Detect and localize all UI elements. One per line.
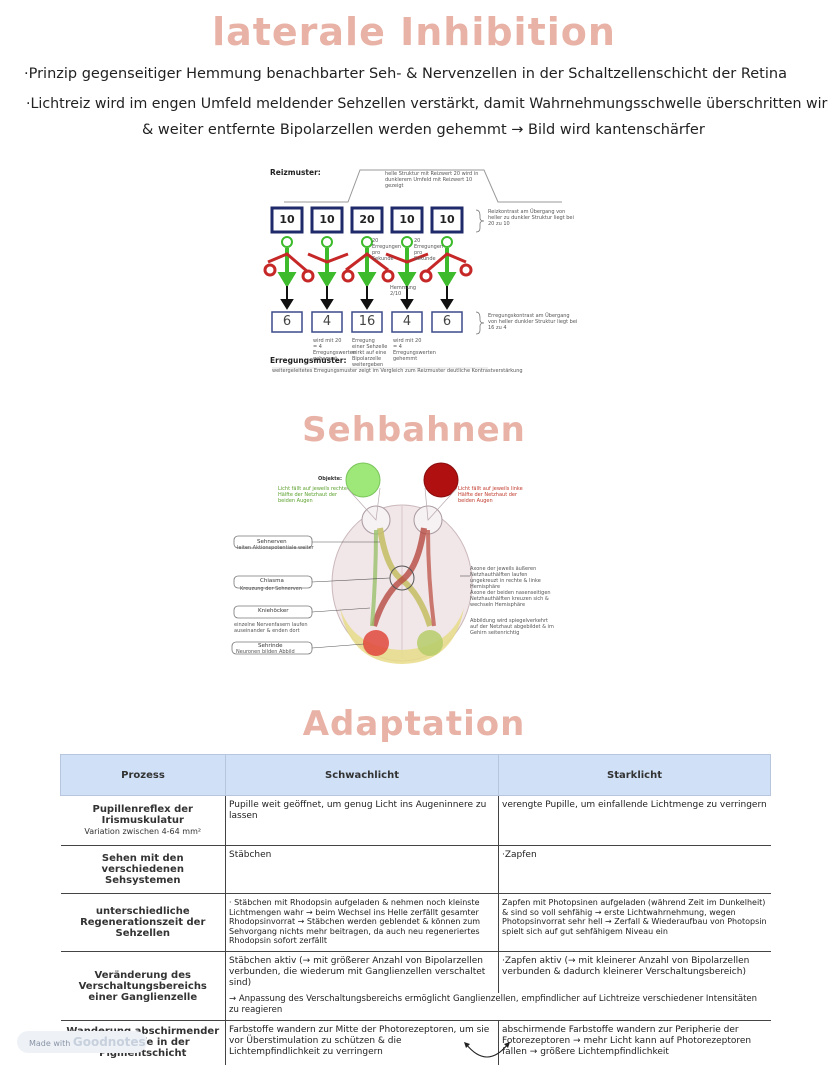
weak-cell: Farbstoffe wandern zur Mitte der Photore… [225, 1020, 499, 1065]
made-with-text: Made with [29, 1039, 71, 1048]
label-sehrinde: Sehrinde [258, 643, 283, 649]
intro-line-2: ·Lichtreiz wird im engen Umfeld meldende… [26, 96, 828, 112]
inhibition-lines [263, 252, 473, 283]
process-cell: Veränderung des Verschaltungsbereichs ei… [60, 951, 226, 1021]
header-prozess: Prozess [60, 754, 226, 796]
stimulus-boxes [270, 206, 464, 234]
strong-cell: verengte Pupille, um einfallende Lichtme… [498, 795, 771, 846]
receptor-cells [281, 236, 453, 248]
table-row: Wanderung abschirmender Farbstoffe in de… [60, 1020, 771, 1065]
right-note-2: Axone der beiden nasenseitigen Netzhauth… [470, 590, 551, 608]
stimulus-value-4: 10 [399, 213, 415, 226]
process-cell: Sehen mit den verschiedenen Sehsystemen [60, 845, 226, 894]
output-value-2: 4 [322, 314, 332, 329]
process-name: Pupillenreflex der Irismuskulatur [92, 804, 193, 826]
right-note-1: Axone der jeweils äußeren Netzhauthälfte… [470, 566, 541, 590]
title-laterale-inhibition: laterale Inhibition [212, 10, 616, 54]
output-value-1: 6 [282, 314, 292, 329]
reizmuster-label: Reizmuster: [270, 168, 321, 177]
small-note-a: 20 Erregungen pro Sekunde [372, 238, 402, 262]
intro-line-1: ·Prinzip gegenseitiger Hemmung benachbar… [24, 66, 787, 82]
under-note-b: Erregung einer Sehzelle wirkt auf eine B… [352, 338, 388, 368]
process-name: Veränderung des Verschaltungsbereichs ei… [78, 969, 207, 1003]
process-name: Sehen mit den verschiedenen Sehsystemen [101, 853, 184, 886]
curved-arrow [464, 1042, 510, 1058]
goodnotes-badge[interactable]: Made with Goodnotes [17, 1031, 147, 1053]
sub-sehrinde: Neuronen bilden Abbild [236, 649, 295, 655]
objekte-label: Objekte: [318, 476, 343, 482]
sub-chiasma: Kreuzung der Sehnerven [240, 586, 303, 592]
red-note: Licht fällt auf jeweils linke Hälfte der… [458, 486, 523, 504]
weak-cell: · Stäbchen mit Rhodopsin aufgeladen & ne… [225, 893, 499, 952]
stimulus-value-2: 10 [319, 213, 335, 226]
right-note-3: Abbildung wird spiegelverkehrt auf der N… [470, 618, 554, 636]
sub-kniehoecker: einzelne Nervenfasern laufen auseinander… [234, 622, 308, 634]
strong-cell: Zapfen mit Photopsinen aufgeladen (währe… [498, 893, 771, 952]
table-row: Pupillenreflex der Irismuskulatur Variat… [60, 795, 771, 846]
span-cell: → Anpassung des Verschaltungsbereichs er… [225, 993, 771, 1021]
title-sehbahnen: Sehbahnen [302, 410, 526, 450]
header-starklicht: Starklicht [498, 754, 771, 796]
small-note-b: 20 Erregungen pro Sekunde [414, 238, 444, 262]
adaptation-table: Prozess Schwachlicht Starklicht Pupillen… [60, 754, 771, 1065]
table-row: Veränderung des Verschaltungsbereichs ei… [60, 951, 771, 1021]
output-value-3: 16 [358, 314, 376, 329]
bottom-note: weitergeleitetes Erregungsmuster zeigt i… [272, 368, 523, 374]
right-note-bottom: Erregungskontrast am Übergang von heller… [488, 313, 578, 331]
stimulus-value-3: 20 [359, 213, 375, 226]
erregungsmuster-label: Erregungsmuster: [270, 356, 347, 365]
sub-sehnerven: leiten Aktionspotentiale weiter [237, 545, 314, 551]
under-note-c: wird mit 20 = 4 Erregungswerten gehemmt [393, 338, 436, 362]
table-row: unterschiedliche Regenerationszeit der S… [60, 893, 771, 952]
process-cell: Pupillenreflex der Irismuskulatur Variat… [60, 795, 226, 846]
process-cell: unterschiedliche Regenerationszeit der S… [60, 893, 226, 952]
label-kniehoecker: Kniehöcker [258, 608, 289, 614]
title-adaptation: Adaptation [302, 704, 526, 744]
header-schwachlicht: Schwachlicht [225, 754, 499, 796]
small-note-c: Hemmung 2/10 [390, 285, 417, 297]
brand-name: Goodnotes [72, 1035, 146, 1049]
table-row: Sehen mit den verschiedenen Sehsystemen … [60, 845, 771, 894]
weak-cell: Stäbchen [225, 845, 499, 894]
process-sub: Variation zwischen 4-64 mm² [84, 827, 202, 836]
strong-cell: abschirmende Farbstoffe wandern zur Peri… [502, 1025, 752, 1057]
lateral-inhibition-diagram [263, 169, 562, 369]
output-value-5: 6 [442, 314, 452, 329]
label-sehnerven: Sehnerven [257, 539, 287, 545]
visual-pathway-diagram [231, 462, 473, 664]
stimulus-value-5: 10 [439, 213, 455, 226]
output-value-4: 4 [402, 314, 412, 329]
green-note: Licht fällt auf jeweils rechte Hälfte de… [278, 486, 347, 504]
weak-cell: Stäbchen aktiv (→ mit größerer Anzahl vo… [225, 951, 499, 993]
under-note-a: wird mit 20 = 4 Erregungswerten gehemmt [313, 338, 356, 362]
intro-line-3: & weiter entfernte Bipolarzellen werden … [142, 122, 705, 138]
table-row: → Anpassung des Verschaltungsbereichs er… [61, 993, 771, 1021]
strong-cell: ·Zapfen aktiv (→ mit kleinerer Anzahl vo… [502, 956, 750, 977]
stimulus-value-1: 10 [279, 213, 295, 226]
right-note-top: Reizkontrast am Übergang von heller zu d… [488, 209, 574, 227]
label-chiasma: Chiasma [260, 578, 284, 584]
weak-cell: Pupille weit geöffnet, um genug Licht in… [225, 795, 499, 846]
process-name: unterschiedliche Regenerationszeit der S… [80, 906, 206, 939]
output-boxes [271, 311, 463, 333]
strong-cell: ·Zapfen [498, 845, 771, 894]
top-note: helle Struktur mit Reizwert 20 wird in d… [385, 171, 479, 189]
